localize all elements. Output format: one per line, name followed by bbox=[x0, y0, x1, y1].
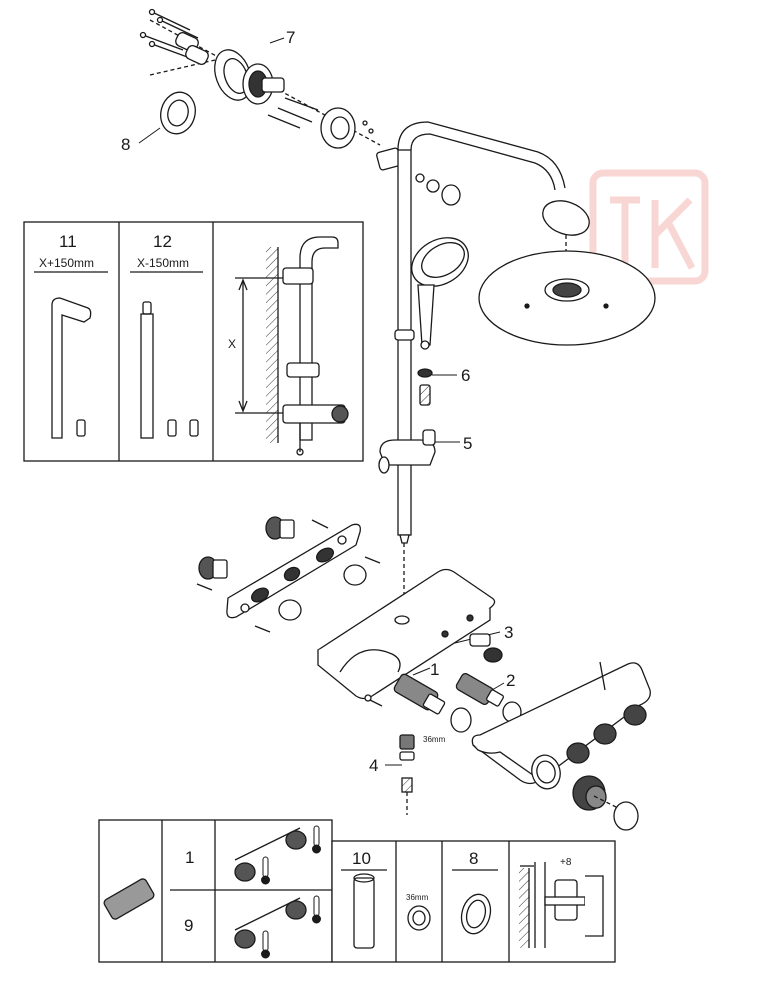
shower-column bbox=[378, 121, 656, 618]
wrench-size-label: 36mm bbox=[423, 735, 446, 744]
control-housing bbox=[471, 661, 651, 831]
inset-maintenance bbox=[98, 819, 616, 963]
wall-bracket-set bbox=[139, 8, 461, 206]
inset-col-11-number: 11 bbox=[59, 232, 77, 251]
screws bbox=[139, 8, 319, 129]
inset-bottom-wrench: 36mm bbox=[406, 893, 429, 902]
callout-5: 5 bbox=[463, 434, 473, 453]
callout-7: 7 bbox=[286, 28, 296, 47]
cartridge-thermostatic bbox=[393, 673, 446, 715]
inset-col-12-text: X-150mm bbox=[137, 256, 190, 270]
inset-bottom-row-1: 1 bbox=[185, 848, 195, 867]
inset-rail-length bbox=[23, 221, 364, 462]
inset-bottom-row-9: 9 bbox=[184, 916, 194, 935]
callout-8: 8 bbox=[121, 135, 131, 154]
knob-set bbox=[566, 704, 647, 811]
callout-3: 3 bbox=[504, 623, 514, 642]
callout-2: 2 bbox=[506, 671, 516, 690]
hot-thermometer-icon bbox=[261, 856, 270, 959]
callout-1: 1 bbox=[430, 660, 440, 679]
inset-bottom-offset: +8 bbox=[560, 857, 572, 868]
connector-set-top bbox=[198, 516, 367, 621]
inset-bottom-col-10: 10 bbox=[352, 849, 371, 868]
inset-bottom-col-8: 8 bbox=[469, 849, 479, 868]
cold-thermometer-icon bbox=[312, 825, 321, 924]
mounting-assembly bbox=[196, 516, 522, 815]
inset-col-11-text: X+150mm bbox=[39, 256, 95, 270]
callout-4: 4 bbox=[369, 756, 379, 775]
shower-rail bbox=[397, 149, 412, 536]
inset-dimension-x: X bbox=[228, 337, 237, 351]
hand-shower bbox=[411, 237, 469, 350]
callout-6: 6 bbox=[461, 366, 471, 385]
inset-col-12-number: 12 bbox=[153, 232, 172, 251]
cartridge-diverter bbox=[455, 673, 504, 707]
